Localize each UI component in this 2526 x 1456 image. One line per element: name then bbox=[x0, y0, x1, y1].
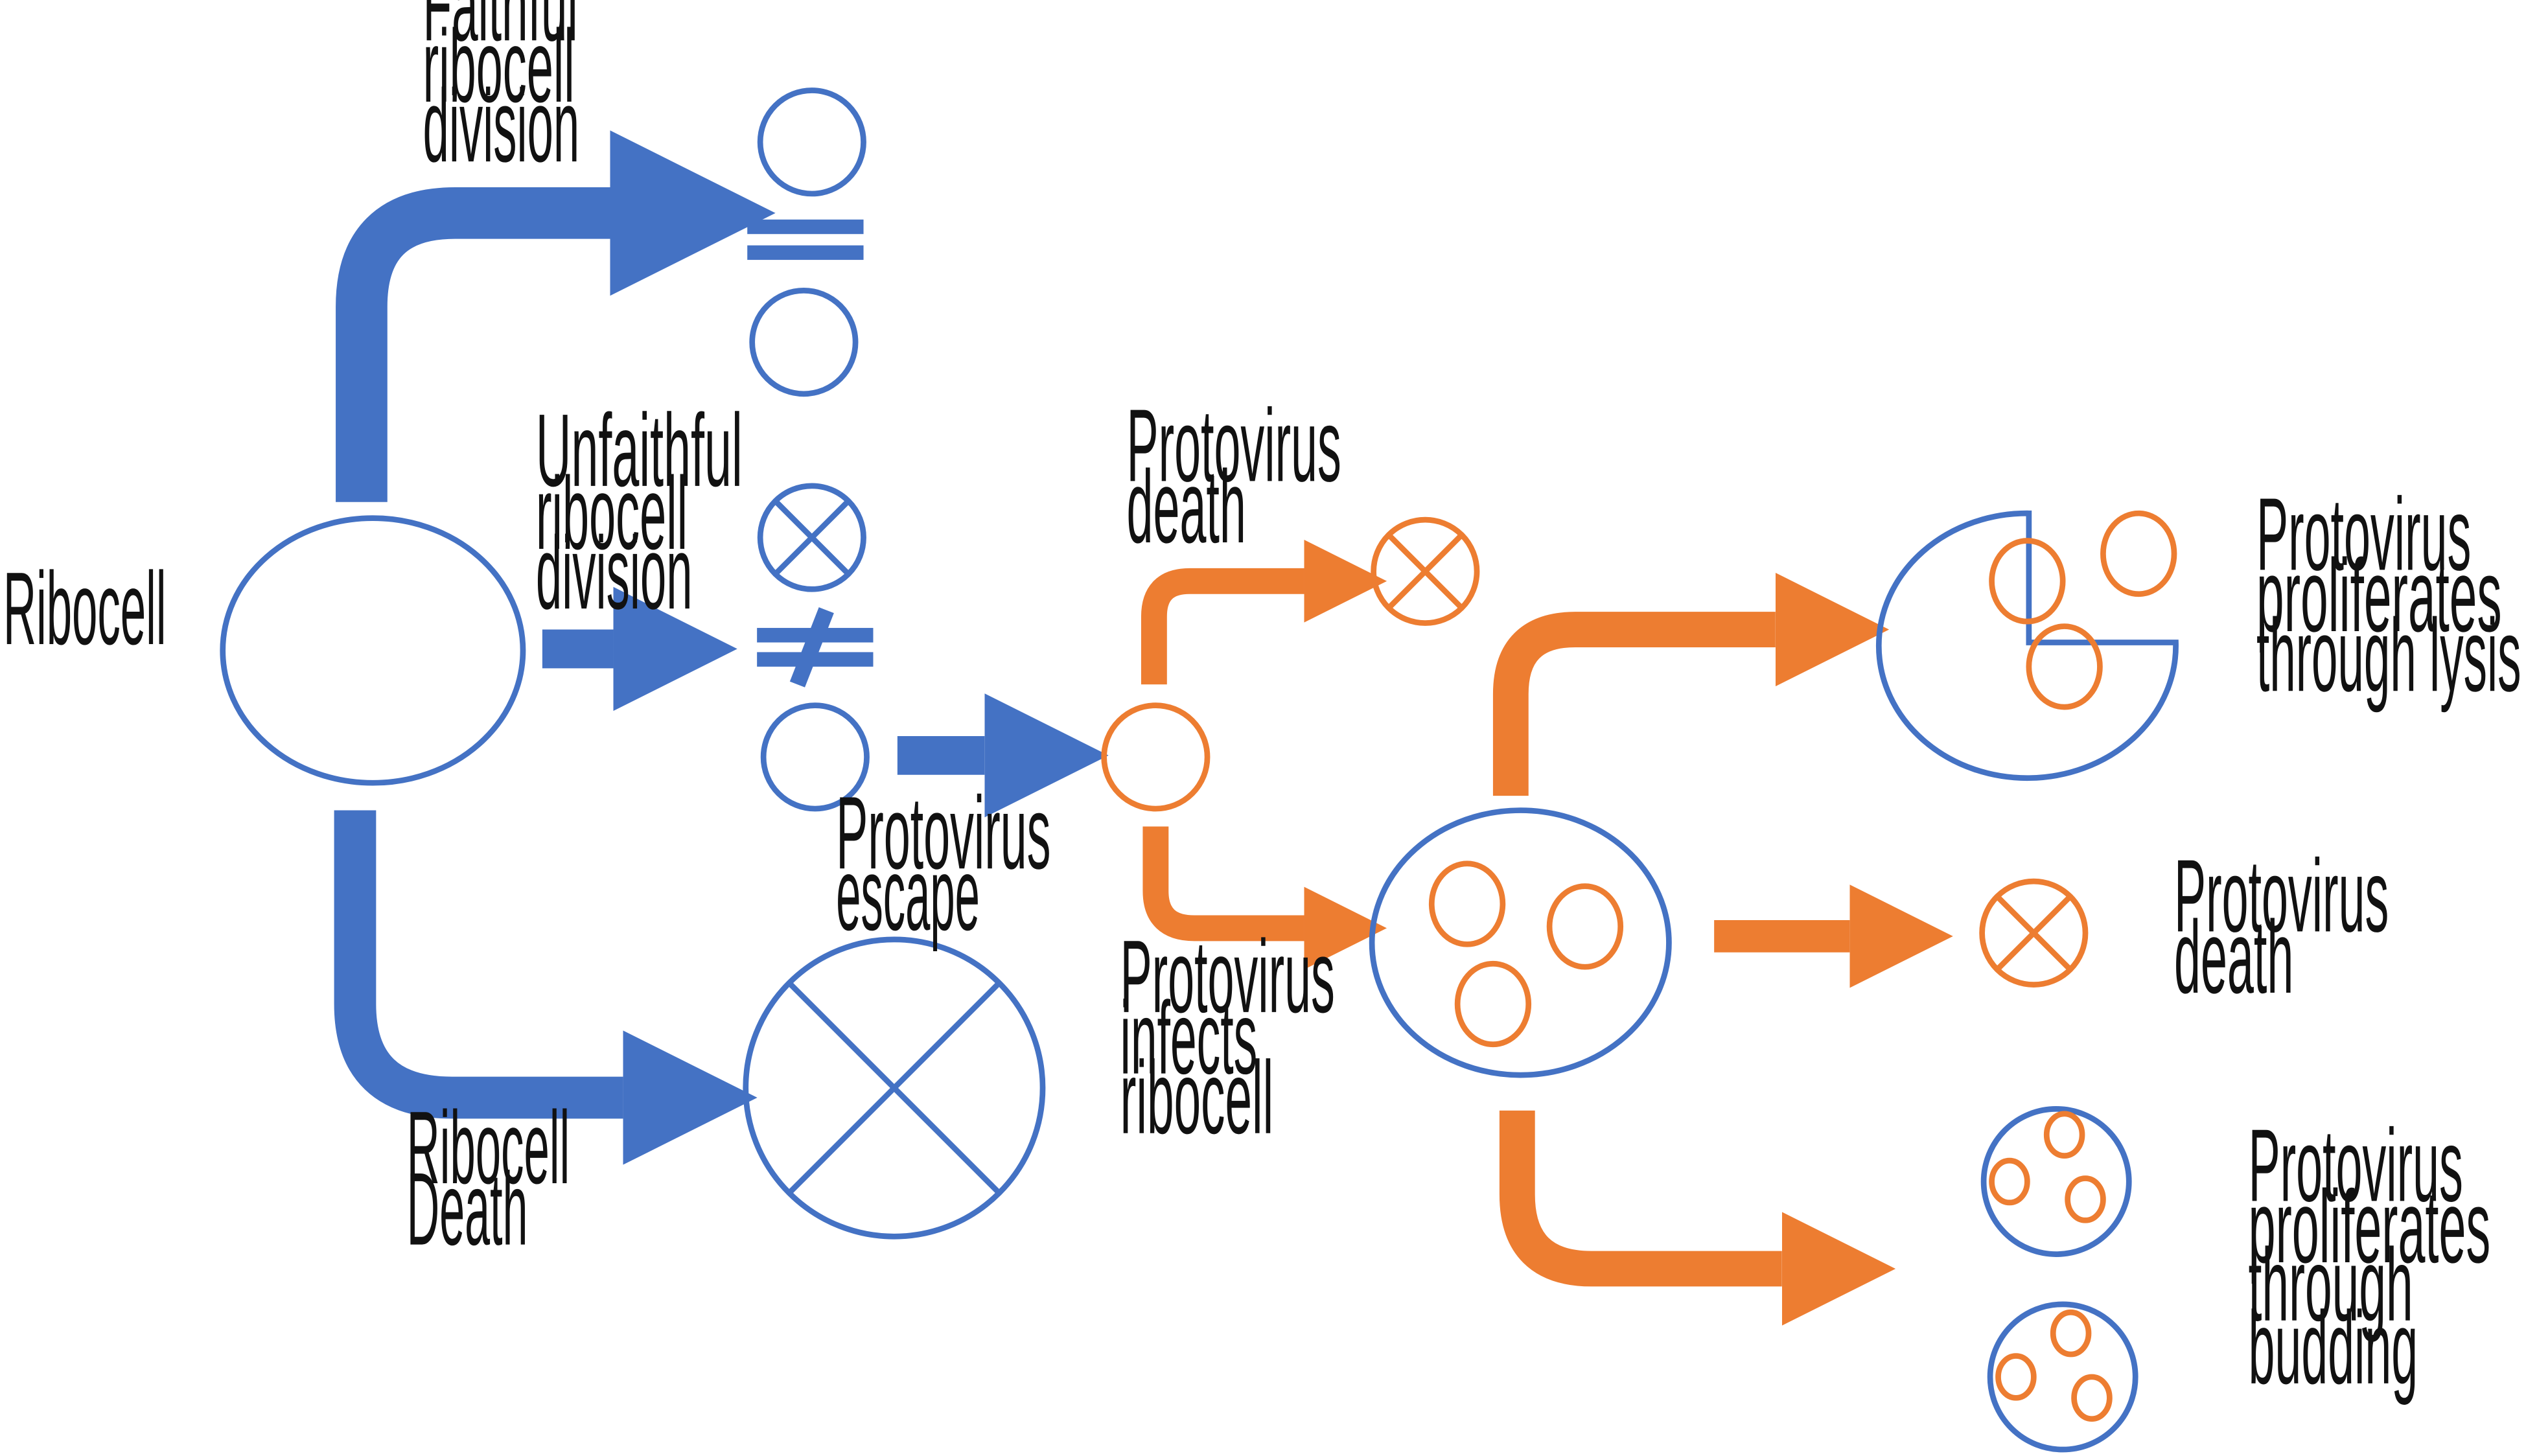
svg-text:Protovirus: Protovirus bbox=[2174, 838, 2389, 953]
label-protovirus-escape: Protovirus escape bbox=[836, 775, 1050, 952]
svg-text:ribocell: ribocell bbox=[1120, 1040, 1274, 1155]
svg-text:Death: Death bbox=[407, 1151, 528, 1267]
label-faithful-division: Faithful ribocell division bbox=[423, 0, 580, 183]
daughter-cell-top bbox=[757, 87, 866, 197]
svg-text:division: division bbox=[423, 68, 580, 183]
svg-text:infects: infects bbox=[1120, 980, 1258, 1096]
budding-cell-top bbox=[1980, 1106, 2132, 1257]
svg-text:Ribocell: Ribocell bbox=[3, 551, 167, 666]
svg-text:Faithful: Faithful bbox=[423, 0, 578, 62]
svg-text:Protovirus: Protovirus bbox=[1127, 387, 1341, 503]
svg-text:proliferates: proliferates bbox=[2256, 538, 2502, 653]
dead-protovirus-icon bbox=[1371, 516, 1480, 626]
svg-text:Protovirus: Protovirus bbox=[2256, 476, 2471, 592]
svg-text:escape: escape bbox=[836, 837, 980, 952]
label-proliferates-budding: Protovirus proliferates through budding bbox=[2249, 1107, 2491, 1405]
svg-text:proliferates: proliferates bbox=[2249, 1169, 2491, 1284]
not-equal-sign-icon bbox=[757, 607, 874, 688]
svg-text:Ribocell: Ribocell bbox=[407, 1090, 570, 1205]
svg-text:through lysis: through lysis bbox=[2256, 597, 2521, 713]
dead-daughter-cell-icon bbox=[757, 483, 866, 592]
protovirus-cell bbox=[1101, 702, 1211, 812]
svg-text:ribocell: ribocell bbox=[536, 456, 688, 571]
label-ribocell-death: Ribocell Death bbox=[407, 1090, 570, 1267]
ribocell-circle bbox=[220, 515, 526, 786]
label-protovirus-death-upper: Protovirus death bbox=[1127, 387, 1341, 564]
label-proliferates-lysis: Protovirus proliferates through lysis bbox=[2256, 476, 2521, 713]
svg-text:Unfaithful: Unfaithful bbox=[536, 393, 743, 508]
dead-protovirus-right-icon bbox=[1979, 878, 2089, 988]
equal-sign-icon bbox=[747, 219, 864, 260]
dead-ribocell-icon bbox=[743, 936, 1046, 1240]
label-protovirus-death-right: Protovirus death bbox=[2174, 838, 2389, 1015]
svg-text:budding: budding bbox=[2249, 1290, 2418, 1405]
svg-text:death: death bbox=[2174, 899, 2293, 1015]
svg-text:division: division bbox=[536, 515, 693, 630]
svg-text:Protovirus: Protovirus bbox=[1120, 919, 1335, 1034]
protovirus-death-arrow bbox=[1141, 540, 1387, 685]
lysed-ribocell bbox=[1875, 510, 2179, 781]
svg-text:through: through bbox=[2249, 1227, 2413, 1343]
label-protovirus-infects: Protovirus infects ribocell bbox=[1120, 919, 1335, 1155]
daughter-cell-bottom bbox=[749, 288, 859, 397]
svg-text:ribocell: ribocell bbox=[423, 8, 575, 124]
infected-ribocell bbox=[1369, 807, 1672, 1078]
label-unfaithful-division: Unfaithful ribocell division bbox=[536, 393, 743, 630]
lysis-arrow bbox=[1492, 572, 1890, 796]
surviving-daughter-cell bbox=[760, 702, 870, 812]
faithful-division-arrow bbox=[336, 130, 776, 502]
label-ribocell: Ribocell bbox=[3, 551, 167, 666]
svg-text:Protovirus: Protovirus bbox=[836, 775, 1050, 890]
ribocell-death-arrow bbox=[334, 810, 758, 1165]
protovirus-infects-arrow bbox=[1142, 826, 1387, 970]
svg-text:death: death bbox=[1127, 449, 1246, 564]
budding-arrow bbox=[1499, 1110, 1896, 1326]
budding-cell-bottom bbox=[1987, 1301, 2138, 1453]
svg-text:Protovirus: Protovirus bbox=[2249, 1107, 2463, 1223]
